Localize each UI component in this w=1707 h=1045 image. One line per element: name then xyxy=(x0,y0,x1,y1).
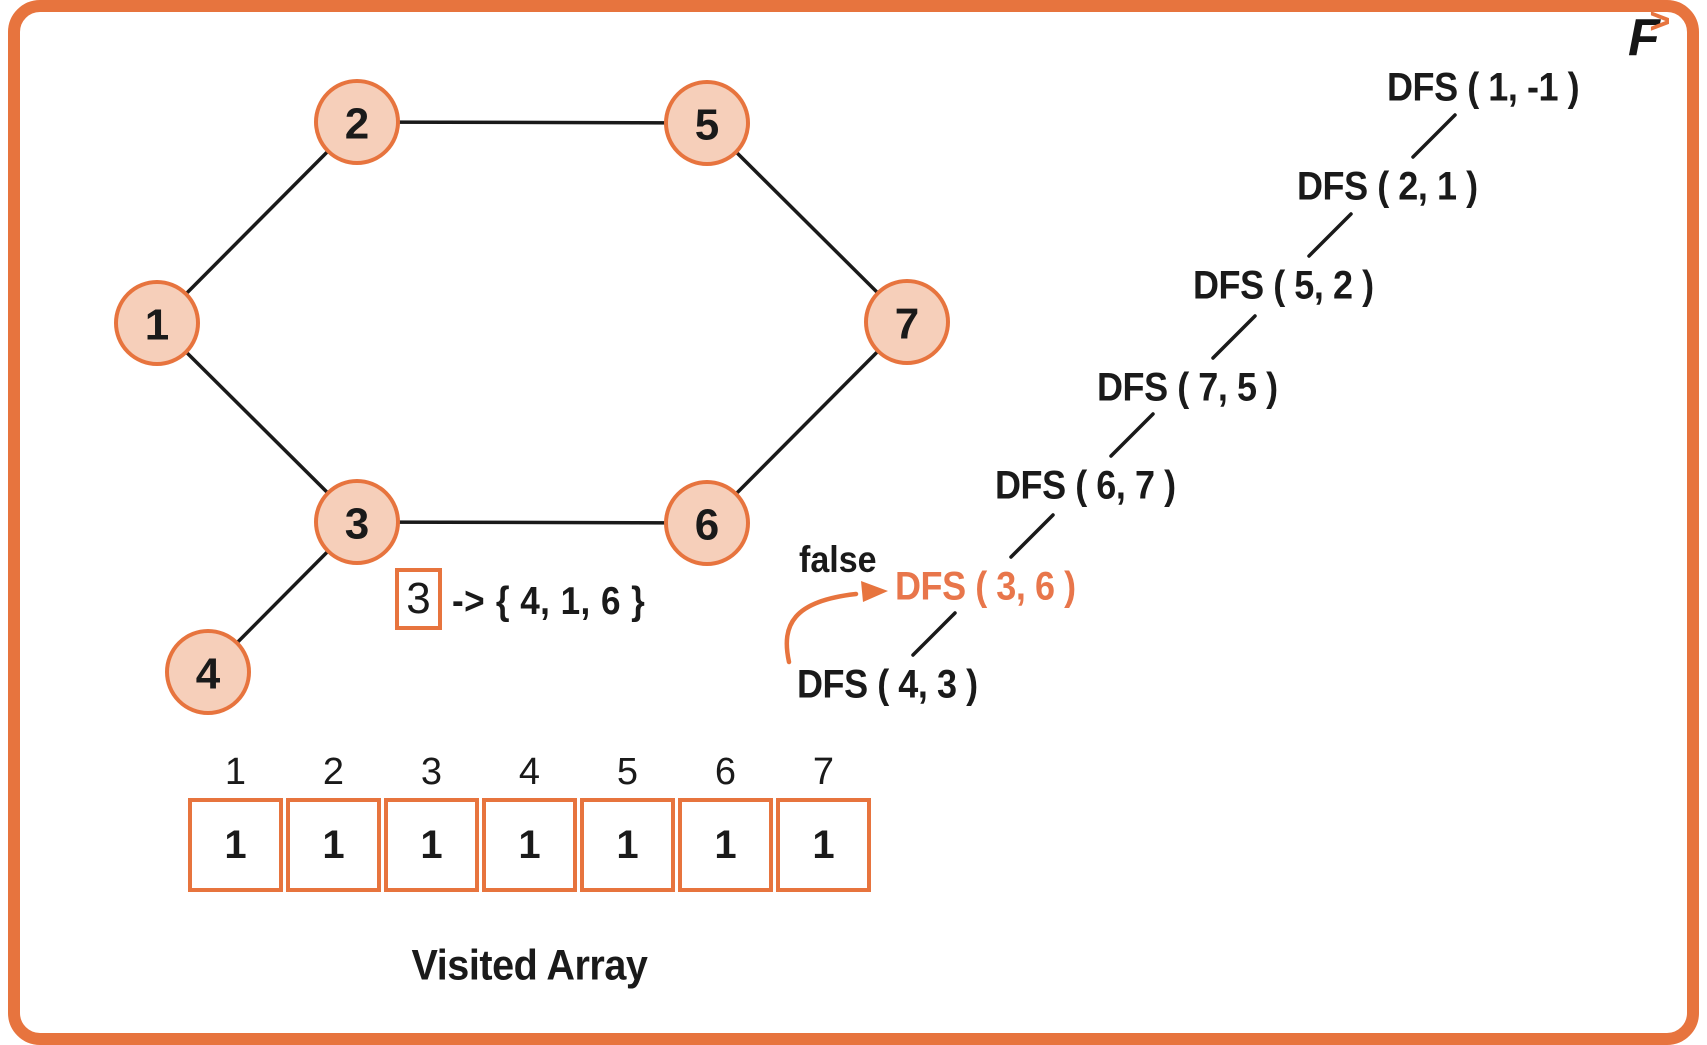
stack-entry-5: DFS ( 6, 7 ) xyxy=(995,463,1176,508)
adjacency-arrow: -> xyxy=(452,580,486,623)
visited-cell-4: 1 xyxy=(482,798,577,892)
graph-node-circle-1 xyxy=(114,280,200,366)
visited-cell-value-4: 1 xyxy=(518,822,541,867)
visited-index-6: 6 xyxy=(714,751,737,793)
graph-node-circle-4 xyxy=(165,629,251,715)
graph-node-circle-5 xyxy=(664,80,750,166)
visited-index-4: 4 xyxy=(518,751,541,793)
graph-node-circle-7 xyxy=(864,279,950,365)
graph-node-label-4: 4 xyxy=(196,650,221,699)
graph-node-circle-2 xyxy=(314,79,400,165)
graph-edge-5-7 xyxy=(705,121,909,324)
visited-array: 1 1 1 1 1 1 1 xyxy=(188,798,871,892)
graph-node-circle-3 xyxy=(314,479,400,565)
false-arrowhead-icon xyxy=(861,581,888,602)
visited-index-5: 5 xyxy=(616,751,639,793)
stack-entry-3: DFS ( 5, 2 ) xyxy=(1193,263,1374,308)
graph-node-label-2: 2 xyxy=(345,100,369,149)
stack-connector-6 xyxy=(911,611,957,657)
adjacency-key-box xyxy=(395,568,442,630)
graph-edge-7-6 xyxy=(705,320,909,525)
visited-array-caption: Visited Array xyxy=(411,941,648,990)
logo-letter: F xyxy=(1628,9,1660,67)
graph-node-label-6: 6 xyxy=(695,501,719,550)
graph-node-label-3: 3 xyxy=(345,500,369,549)
visited-index-1: 1 xyxy=(224,751,247,793)
visited-cell-3: 1 xyxy=(384,798,479,892)
false-arrow xyxy=(784,591,859,665)
graph-node-label-5: 5 xyxy=(695,101,719,150)
visited-array-indices: 1 2 3 4 5 6 7 xyxy=(188,752,871,792)
stack-connector-5 xyxy=(1009,513,1055,559)
visited-index-3: 3 xyxy=(420,751,443,793)
graph-edge-2-5 xyxy=(356,120,708,125)
stack-connector-4 xyxy=(1109,412,1155,458)
graph-node-label-7: 7 xyxy=(895,300,919,349)
graph-node-label-1: 1 xyxy=(145,301,169,350)
visited-cell-6: 1 xyxy=(678,798,773,892)
visited-cell-2: 1 xyxy=(286,798,381,892)
stack-entry-4: DFS ( 7, 5 ) xyxy=(1097,365,1278,410)
graph-node-circle-6 xyxy=(664,480,750,566)
visited-index-2: 2 xyxy=(322,751,345,793)
visited-index-7: 7 xyxy=(812,751,835,793)
visited-cell-value-5: 1 xyxy=(616,822,639,867)
adjacency-set: { 4, 1, 6 } xyxy=(495,580,646,623)
stack-entry-2: DFS ( 2, 1 ) xyxy=(1297,164,1478,209)
visited-cell-1: 1 xyxy=(188,798,283,892)
stack-connector-1 xyxy=(1411,113,1457,159)
graph-edge-3-1 xyxy=(155,321,359,524)
visited-cell-value-2: 1 xyxy=(322,822,345,867)
logo-chevron-icon: > xyxy=(1648,0,1670,41)
adjacency-list: ->{ 4, 1, 6 } xyxy=(452,580,645,624)
false-annotation: false xyxy=(799,539,877,580)
brand-logo: F > xyxy=(1628,3,1670,67)
card-border xyxy=(8,0,1699,1045)
stack-entry-7: DFS ( 4, 3 ) xyxy=(797,662,978,707)
visited-cell-value-3: 1 xyxy=(420,822,443,867)
visited-cell-7: 1 xyxy=(776,798,871,892)
adjacency-key: 3 xyxy=(406,574,431,623)
stack-connector-3 xyxy=(1211,314,1257,360)
graph-edge-6-3 xyxy=(356,520,708,525)
visited-cell-value-1: 1 xyxy=(224,822,247,867)
stack-connector-2 xyxy=(1307,212,1353,258)
visited-cell-value-6: 1 xyxy=(714,822,737,867)
stack-entry-6: DFS ( 3, 6 ) xyxy=(895,564,1076,609)
graph-edge-1-2 xyxy=(155,120,359,325)
stack-entry-1: DFS ( 1, -1 ) xyxy=(1387,65,1580,110)
visited-cell-5: 1 xyxy=(580,798,675,892)
visited-cell-value-7: 1 xyxy=(812,822,835,867)
